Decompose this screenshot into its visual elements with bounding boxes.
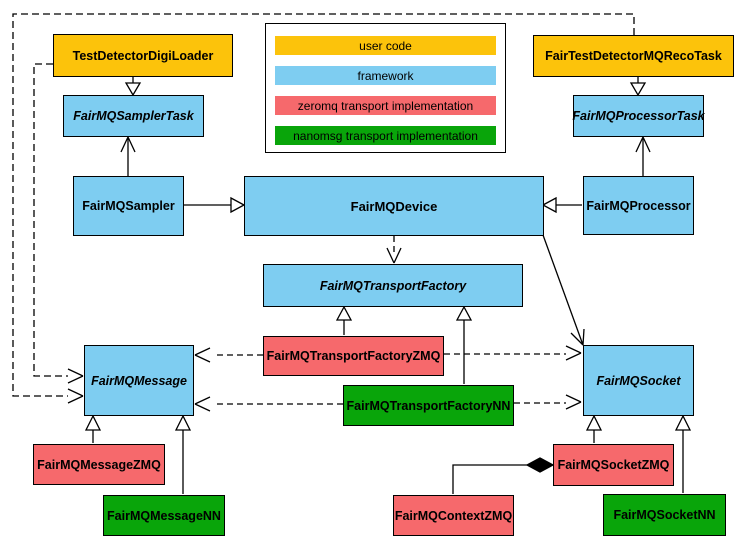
node-fairmq-context-zmq: FairMQContextZMQ <box>393 495 514 536</box>
node-fairmq-socket: FairMQSocket <box>583 345 694 416</box>
node-fairmq-device: FairMQDevice <box>244 176 544 236</box>
node-fairmq-processor-task: FairMQProcessorTask <box>572 95 705 137</box>
edge-tfnn-factory-inheritance <box>455 305 473 384</box>
edge-processor-device-inheritance <box>541 196 582 214</box>
node-fairmq-sampler-task: FairMQSamplerTask <box>63 95 204 137</box>
node-fairmq-socket-zmq: FairMQSocketZMQ <box>553 444 674 486</box>
edge-digiloader-samplertask-inheritance <box>124 77 142 97</box>
edge-processor-processortask-association <box>635 136 651 176</box>
legend-item-nanomsg: nanomsg transport implementation <box>275 126 496 145</box>
edge-sampler-device-inheritance <box>184 196 246 214</box>
legend: user code framework zeromq transport imp… <box>265 23 506 153</box>
edge-device-factory-dependency <box>386 236 402 264</box>
node-fairmq-transport-factory: FairMQTransportFactory <box>263 264 523 307</box>
edge-tfzmq-factory-inheritance <box>335 305 353 335</box>
edge-device-socket-association <box>542 234 585 346</box>
node-fairmq-message-nn: FairMQMessageNN <box>103 495 225 536</box>
edge-messagenn-message-inheritance <box>174 414 192 494</box>
composition-diamond-icon <box>525 457 555 473</box>
node-fairmq-sampler: FairMQSampler <box>73 176 184 236</box>
edge-socketnn-socket-inheritance <box>674 414 692 493</box>
edge-recotask-processortask-inheritance <box>629 77 647 97</box>
edge-recotask-to-message-dependency <box>12 13 635 404</box>
edge-tfnn-socket-dependency <box>514 394 582 410</box>
legend-item-framework: framework <box>275 66 496 85</box>
node-fairmq-processor: FairMQProcessor <box>583 176 694 235</box>
edge-messagezmq-message-inheritance <box>84 414 102 443</box>
edge-tfzmq-socket-dependency <box>444 345 582 361</box>
node-fairmq-socket-nn: FairMQSocketNN <box>603 494 726 536</box>
node-fairmq-message-zmq: FairMQMessageZMQ <box>33 444 165 485</box>
edge-socketzmq-socket-inheritance <box>585 414 603 443</box>
node-fairmq-transport-factory-zmq: FairMQTransportFactoryZMQ <box>263 336 444 376</box>
node-fairmq-transport-factory-nn: FairMQTransportFactoryNN <box>343 385 514 426</box>
edge-sampler-samplertask-association <box>120 136 136 176</box>
node-test-detector-digi-loader: TestDetectorDigiLoader <box>53 34 233 77</box>
legend-item-zeromq: zeromq transport implementation <box>275 96 496 115</box>
edge-tfnn-message-dependency <box>194 396 343 412</box>
node-fairmq-message: FairMQMessage <box>84 345 194 416</box>
legend-item-user-code: user code <box>275 36 496 55</box>
edge-contextzmq-socketzmq-composition <box>452 457 555 494</box>
node-fair-test-detector-mq-reco-task: FairTestDetectorMQRecoTask <box>533 35 734 77</box>
edge-digiloader-to-message-dependency <box>33 63 84 384</box>
edge-tfzmq-message-dependency <box>194 347 263 363</box>
